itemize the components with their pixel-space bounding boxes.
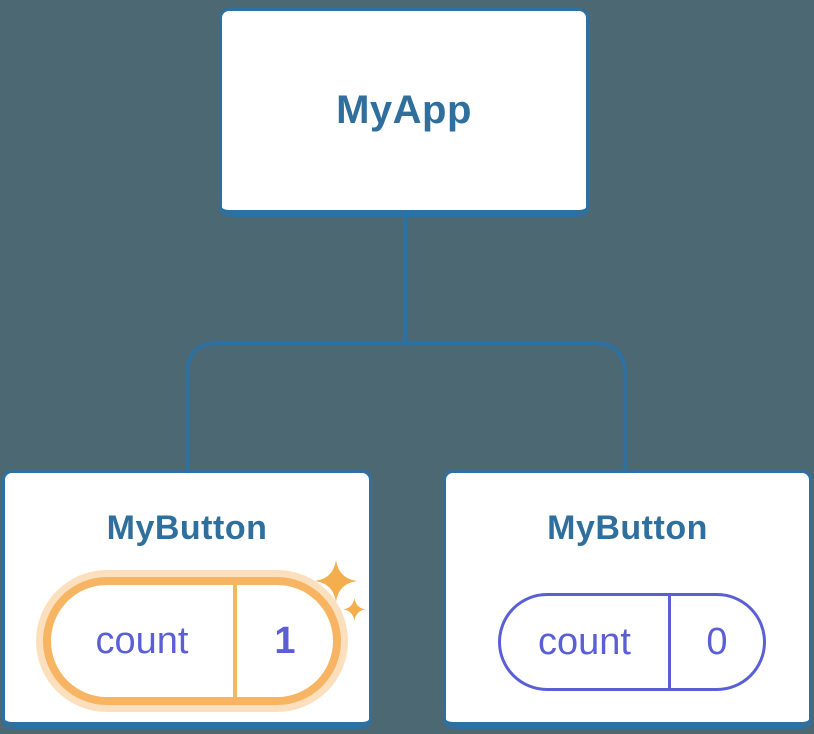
connector-branch: [185, 341, 627, 470]
node-mybutton-label: MyButton: [547, 509, 708, 547]
state-value: 1: [274, 619, 296, 662]
state-name: count: [95, 619, 189, 662]
node-mybutton-normal: MyButton count 0: [443, 470, 812, 729]
node-mybutton-label: MyButton: [106, 509, 268, 547]
node-myapp-label: MyApp: [336, 88, 472, 132]
node-myapp: MyApp: [219, 8, 589, 217]
pill-divider: [668, 596, 671, 688]
pill-divider: [233, 585, 237, 697]
sparkle-large: [315, 560, 357, 602]
sparkle-small: [343, 598, 366, 621]
state-value: 0: [706, 620, 728, 663]
sparkle-icon: [315, 560, 366, 621]
node-mybutton-highlighted: MyButton count 1: [2, 470, 372, 729]
state-name: count: [538, 620, 631, 663]
state-pill: count 0: [498, 593, 766, 691]
state-pill-highlighted: count 1: [43, 577, 341, 705]
